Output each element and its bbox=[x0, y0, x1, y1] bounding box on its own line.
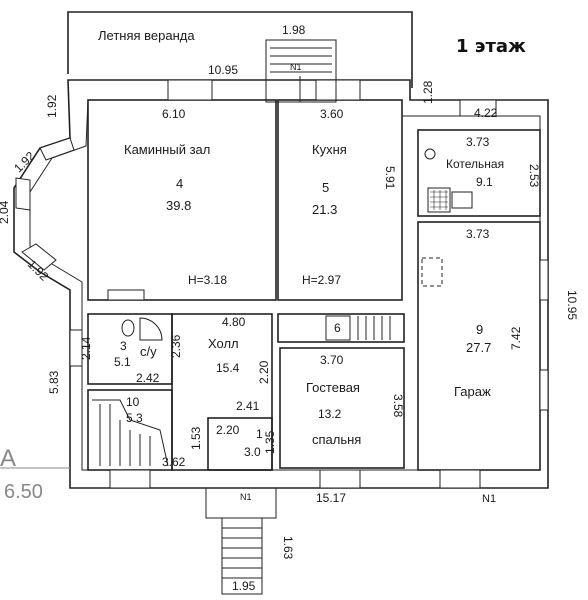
dimension-label: 2.36 bbox=[169, 334, 183, 358]
dimension-label: 1.28 bbox=[421, 80, 435, 104]
dimension-label: 2.20 bbox=[257, 360, 271, 384]
boiler-heater-icon bbox=[424, 148, 436, 160]
room-corridor-outline bbox=[277, 313, 405, 343]
fireplace-hearth bbox=[107, 289, 145, 301]
window bbox=[539, 369, 549, 411]
room-vestibule-outline bbox=[207, 417, 273, 471]
corridor-steps bbox=[325, 315, 391, 341]
north-label: N1 bbox=[240, 492, 252, 502]
dimension-label: 6.10 bbox=[162, 107, 186, 121]
kitchen-number: 5 bbox=[322, 180, 329, 195]
garage-area: 27.7 bbox=[466, 340, 491, 355]
dimension-label: 4.80 bbox=[222, 315, 246, 329]
vestibule-area: 3.0 bbox=[244, 445, 261, 459]
axis-letter: А bbox=[0, 445, 16, 472]
room-guest-outline bbox=[279, 347, 405, 469]
fireplace-area: 39.8 bbox=[166, 198, 191, 213]
garage-number: 9 bbox=[476, 322, 483, 337]
dimension-label: 1.63 bbox=[281, 536, 295, 560]
dimension-label: 3.58 bbox=[391, 394, 405, 418]
north-label: N1 bbox=[482, 493, 496, 505]
fireplace-number: 4 bbox=[176, 176, 183, 191]
porch-stairs-top bbox=[265, 39, 337, 103]
window bbox=[315, 79, 361, 101]
dimension-label: 1.35 bbox=[263, 430, 277, 454]
axis-value: 6.50 bbox=[4, 481, 43, 503]
kitchen-height: H=2.97 bbox=[302, 273, 341, 287]
vestibule-number: 1 bbox=[256, 427, 263, 441]
dimension-label: 4.22 bbox=[474, 106, 498, 120]
entrance-stairs bbox=[205, 487, 277, 595]
door-swing-icon bbox=[139, 317, 163, 341]
room-boiler-outline bbox=[417, 129, 541, 217]
dimension-label: 2.04 bbox=[0, 200, 11, 224]
hall-name: Холл bbox=[208, 336, 239, 351]
kitchen-area: 21.3 bbox=[312, 202, 337, 217]
dimension-label: 3.73 bbox=[466, 135, 490, 149]
bathroom-name: с/у bbox=[140, 344, 157, 359]
boiler-name: Котельная bbox=[446, 157, 504, 171]
bathroom-number: 3 bbox=[120, 339, 127, 353]
guest-area: 13.2 bbox=[318, 407, 342, 421]
window bbox=[319, 469, 361, 489]
dimension-label: 10.95 bbox=[208, 63, 238, 77]
internal-stairs bbox=[92, 399, 169, 467]
window bbox=[167, 79, 213, 101]
toilet-icon bbox=[121, 319, 135, 337]
dimension-label: 3.62 bbox=[162, 455, 186, 469]
guest-name-line1: Гостевая bbox=[306, 380, 360, 395]
dimension-label: 10.95 bbox=[565, 290, 579, 320]
veranda-name: Летняя веранда bbox=[98, 28, 195, 43]
hall-area: 15.4 bbox=[216, 361, 240, 375]
dimension-label: 3.60 bbox=[320, 107, 344, 121]
boiler-unit-icon bbox=[427, 187, 451, 213]
boiler-area: 9.1 bbox=[476, 175, 493, 189]
bay-window bbox=[21, 243, 57, 271]
dimension-label: 2.14 bbox=[79, 336, 93, 360]
dimension-label: 5.91 bbox=[383, 166, 397, 190]
dimension-label: 1.98 bbox=[282, 23, 306, 37]
garage-name: Гараж bbox=[454, 384, 491, 399]
dimension-label: 1.53 bbox=[189, 426, 203, 450]
window bbox=[69, 329, 83, 367]
dimension-label: 2.20 bbox=[216, 423, 240, 437]
room-bathroom-outline bbox=[87, 313, 173, 385]
garage-gate-marker bbox=[421, 257, 443, 287]
floor-title: 1 этаж bbox=[456, 36, 526, 57]
boiler-tank-icon bbox=[451, 191, 473, 209]
dimension-label: 1.92 bbox=[11, 149, 38, 176]
bay-window bbox=[39, 137, 75, 161]
outer-wall-inner bbox=[29, 99, 541, 471]
dimension-label: 1.92 bbox=[45, 94, 59, 118]
guest-name-line2: спальня bbox=[312, 432, 361, 447]
bay-window bbox=[15, 177, 31, 211]
veranda-outline bbox=[67, 11, 413, 88]
window bbox=[439, 469, 481, 489]
dimension-label: 7.42 bbox=[509, 326, 523, 350]
window bbox=[459, 99, 497, 117]
stairs-area: 5.3 bbox=[126, 411, 143, 425]
fireplace-height: H=3.18 bbox=[188, 273, 227, 287]
bathroom-area: 5.1 bbox=[114, 355, 131, 369]
dimension-label: 2.53 bbox=[527, 164, 541, 188]
north-label: N1 bbox=[290, 62, 302, 72]
room-kitchen-outline bbox=[277, 99, 403, 301]
dimension-label: 3.70 bbox=[320, 353, 344, 367]
window bbox=[539, 259, 549, 301]
stairs-number: 10 bbox=[126, 395, 140, 409]
kitchen-name: Кухня bbox=[312, 142, 347, 157]
dimension-label: 5.83 bbox=[47, 370, 61, 394]
window bbox=[109, 469, 151, 489]
dimension-label: 3.73 bbox=[466, 227, 490, 241]
dimension-label: 2.41 bbox=[236, 399, 260, 413]
dimension-label: 15.17 bbox=[316, 491, 346, 505]
corridor-number: 6 bbox=[334, 321, 341, 335]
dimension-label: 2.42 bbox=[136, 371, 160, 385]
dimension-label: 1.95 bbox=[232, 579, 256, 593]
fireplace-name: Каминный зал bbox=[124, 142, 210, 157]
